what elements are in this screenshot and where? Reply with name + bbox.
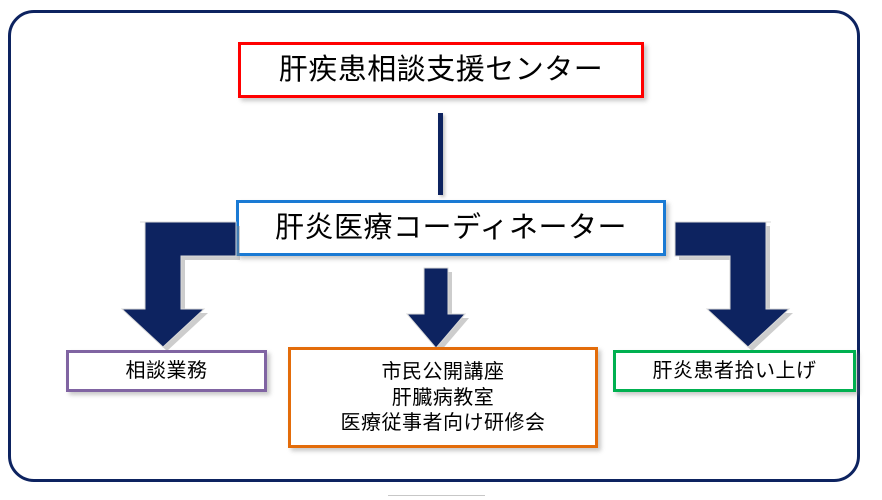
arrow-coordinator-to-consultation [120,221,240,351]
node-hepatitis-medical-coordinator[interactable]: 肝炎医療コーディネーター [236,200,666,256]
node-public-seminars-label: 市民公開講座 肝臓病教室 医療従事者向け研修会 [340,359,546,435]
bottom-divider-artifact [388,495,485,496]
arrow-coordinator-to-seminars [405,267,469,352]
connector-center-to-coordinator [438,113,443,195]
node-hepatitis-patient-identification-label: 肝炎患者拾い上げ [652,358,817,383]
node-hepatic-disease-center[interactable]: 肝疾患相談支援センター [238,42,644,98]
arrow-coordinator-to-patients [674,221,793,351]
node-hepatic-disease-center-label: 肝疾患相談支援センター [278,52,604,87]
node-public-seminars[interactable]: 市民公開講座 肝臓病教室 医療従事者向け研修会 [288,347,598,448]
node-consultation-services-label: 相談業務 [125,358,208,383]
node-hepatitis-patient-identification[interactable]: 肝炎患者拾い上げ [613,350,856,392]
node-hepatitis-medical-coordinator-label: 肝炎医療コーディネーター [275,210,627,245]
node-consultation-services[interactable]: 相談業務 [66,350,267,392]
